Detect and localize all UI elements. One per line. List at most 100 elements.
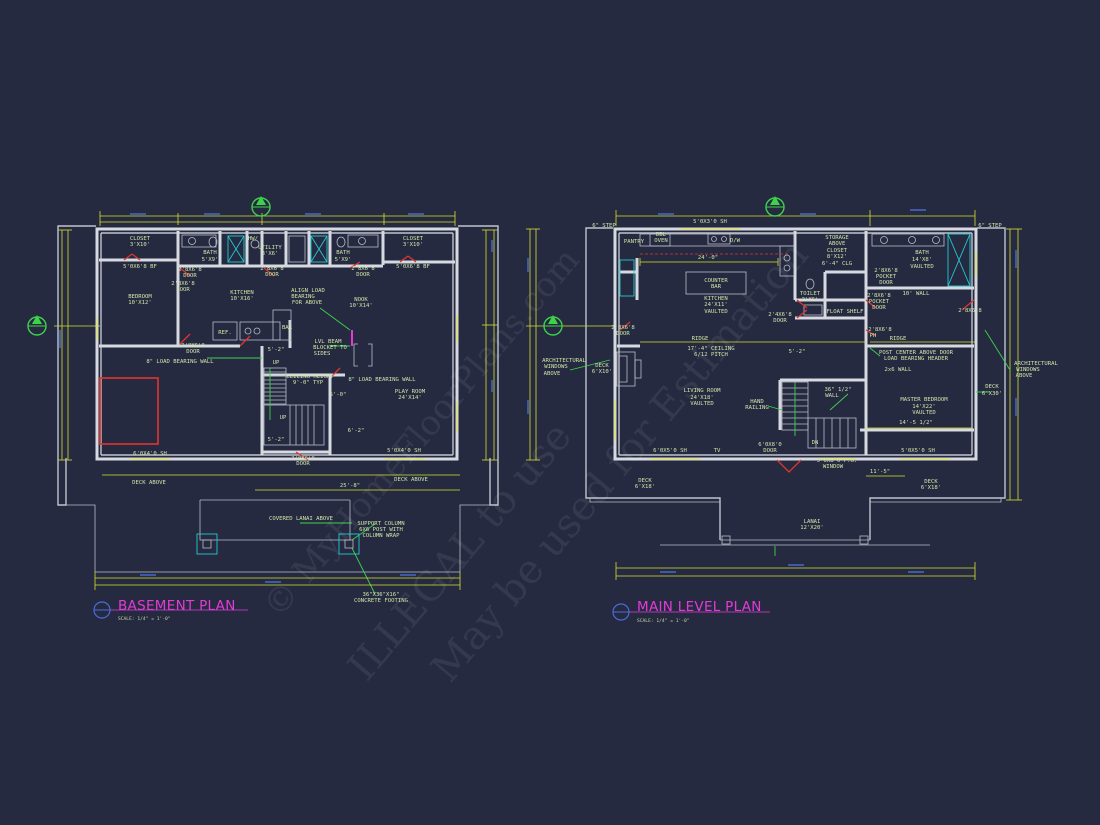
- main-stair: [781, 381, 857, 449]
- basement-plan-title: BASEMENT PLAN: [118, 598, 236, 614]
- main-label: 14'-5 1/2": [899, 420, 933, 426]
- basement-label: DECK ABOVE: [132, 480, 166, 486]
- main-label: LANAI: [804, 519, 821, 525]
- main-label: 24'-0": [698, 255, 718, 261]
- main-label: FLOAT SHELF: [826, 309, 864, 315]
- main-label: D/W: [730, 238, 741, 244]
- basement-label: 2'8X6'8: [291, 456, 315, 462]
- basement-label: CEILING HEIGHT: [286, 374, 334, 380]
- basement-lanai: [94, 474, 461, 590]
- basement-label: BAR: [282, 325, 293, 331]
- main-label: POCKET: [869, 299, 890, 305]
- main-label: 3'X6': [802, 297, 819, 303]
- basement-doors: [123, 253, 417, 461]
- main-label: COUNTER: [704, 278, 728, 284]
- main-label: 6" STEP: [978, 223, 1002, 229]
- basement-stair: [263, 367, 325, 446]
- main-label: ABOVE: [829, 241, 846, 247]
- main-label: 6'X30': [982, 391, 1002, 397]
- basement-label: DOOR: [265, 272, 279, 278]
- main-label: ARCHITECTURAL: [542, 358, 586, 364]
- main-label: VAULTED: [912, 410, 936, 416]
- main-label: RAILING: [745, 405, 769, 411]
- basement-label: 5'X9': [202, 257, 219, 263]
- basement-plan-scale: SCALE: 1/4" = 1'-0": [118, 616, 171, 622]
- basement-label: REF.: [218, 330, 231, 336]
- basement-label: 10'X12': [128, 300, 152, 306]
- main-dimensions-right: [1006, 228, 1022, 501]
- main-dimensions-top: [615, 209, 976, 226]
- main-leaders: [569, 329, 1011, 411]
- basement-label: DOOR: [183, 273, 197, 279]
- basement-deck-outline: [57, 225, 499, 573]
- basement-label: 25'-8": [340, 483, 360, 489]
- main-label: DOOR: [879, 280, 893, 286]
- main-label: 2'8X6'8: [868, 327, 892, 333]
- basement-label: LVL BEAM: [315, 339, 343, 345]
- basement-bath-fixtures: [181, 234, 379, 263]
- basement-label: 10'X16': [230, 296, 254, 302]
- main-label: DOOR: [763, 448, 777, 454]
- basement-label: COLUMN WRAP: [362, 533, 400, 539]
- basement-label: SUPPORT COLUMN: [357, 521, 404, 527]
- main-label: PH: [870, 333, 877, 339]
- grid-bubble-icon: [27, 315, 47, 336]
- main-label: ABOVE: [544, 371, 561, 377]
- main-label: POCKET: [876, 274, 897, 280]
- basement-label: DOOR: [296, 461, 310, 467]
- basement-windows: [96, 315, 458, 460]
- basement-label: SIDES: [314, 351, 331, 357]
- main-label: WINDOWS: [544, 364, 568, 370]
- basement-label: 5'0X4'0 SH: [387, 448, 421, 454]
- main-plan-title: MAIN LEVEL PLAN: [637, 599, 762, 615]
- basement-interior-walls: [99, 231, 455, 455]
- main-label: MASTER BEDROOM: [900, 397, 948, 403]
- north-arrow-icon: [251, 196, 271, 217]
- section-marker-icon: [612, 603, 770, 621]
- main-exterior-walls: [613, 227, 978, 461]
- basement-kitchen: [212, 309, 292, 341]
- main-label: 36" 1/2": [825, 387, 852, 393]
- main-label: DOOR: [616, 331, 630, 337]
- main-label: 6/12 PITCH: [694, 352, 728, 358]
- main-label: 2x6 WALL: [885, 367, 913, 373]
- basement-label: 10'X14': [349, 303, 373, 309]
- basement-label: 3'X6': [262, 251, 279, 257]
- basement-label: 2'8X6'8: [260, 266, 284, 272]
- main-label: DECK: [595, 363, 609, 369]
- basement-label: BLOCKET TO: [313, 345, 347, 351]
- main-label: DBL: [656, 232, 667, 238]
- basement-label: 5'-2": [268, 347, 285, 353]
- main-label: LIVING ROOM: [683, 388, 721, 394]
- main-label: WALL: [825, 393, 839, 399]
- main-label: OVEN: [654, 238, 667, 244]
- main-label: 2'8X6'8: [611, 325, 635, 331]
- basement-label: 6'-2": [348, 428, 365, 434]
- main-label: 24'X11': [704, 302, 728, 308]
- main-label: WINDOW: [823, 464, 844, 470]
- main-lanai: [615, 535, 976, 580]
- main-label: 2'4X6'8: [768, 312, 792, 318]
- basement-label: 5'0X6'8 BF: [123, 264, 157, 270]
- basement-dimensions-top: [99, 211, 456, 226]
- main-label: POST CENTER ABOVE DOOR: [879, 350, 954, 356]
- main-label: BATH: [915, 250, 928, 256]
- main-fireplace: [616, 351, 642, 387]
- main-label: 8'X12': [827, 254, 847, 260]
- main-label: 2'8X6'8: [874, 268, 898, 274]
- basement-label: 2'8X6'8: [171, 281, 195, 287]
- watermark: ILLEGAL to use© MyHomeFloorPlans.comMay …: [256, 232, 818, 691]
- basement-label: UTILITY: [258, 245, 282, 251]
- main-level-plan: MAIN LEVEL PLAN SCALE: 1/4" = 1'-0" 6" S…: [526, 196, 1059, 624]
- grid-bubble-icon: [543, 315, 563, 336]
- basement-label: PLAY ROOM: [395, 389, 426, 395]
- main-grid-bubbles: [543, 196, 785, 621]
- basement-label: 24'X14': [398, 395, 422, 401]
- basement-grid-bubbles: [27, 196, 271, 619]
- main-label: 11'-5": [870, 469, 890, 475]
- north-arrow-icon: [765, 196, 785, 217]
- basement-label: 9'-0" TYP: [293, 380, 324, 386]
- main-label: DECK: [924, 479, 938, 485]
- basement-label: BEARING: [291, 294, 315, 300]
